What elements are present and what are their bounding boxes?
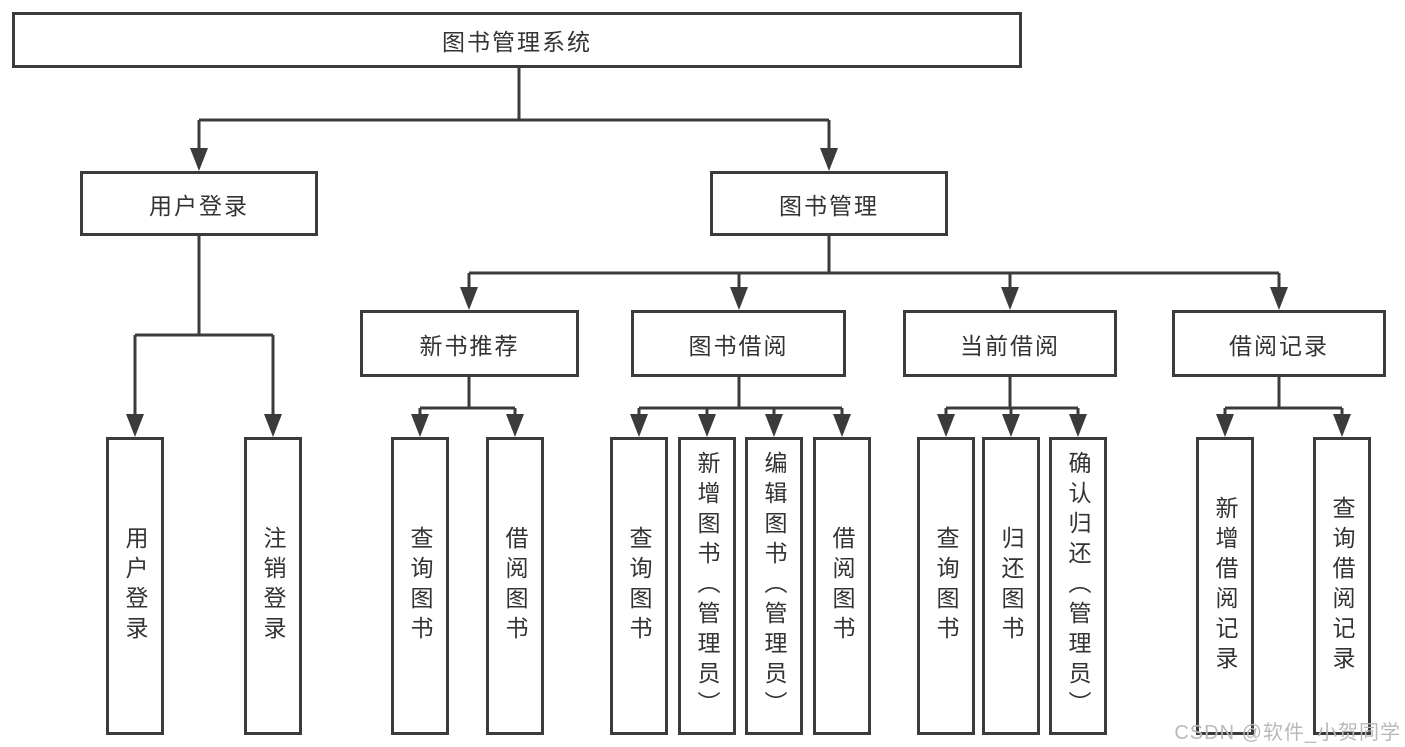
leaf-query-borrow-record: 查询借阅记录 <box>1313 437 1371 735</box>
node-root-library-management-system: 图书管理系统 <box>12 12 1022 68</box>
node-book-borrow: 图书借阅 <box>631 310 846 377</box>
csdn-watermark: CSDN @软件_小贺同学 <box>1174 722 1401 744</box>
leaf-query-books-recommend: 查询图书 <box>391 437 449 735</box>
node-borrow-records: 借阅记录 <box>1172 310 1386 377</box>
leaf-add-book-admin: 新增图书（管理员） <box>678 437 736 735</box>
leaf-logout: 注销登录 <box>244 437 302 735</box>
node-new-book-recommend: 新书推荐 <box>360 310 579 377</box>
leaf-user-login: 用户登录 <box>106 437 164 735</box>
leaf-return-book: 归还图书 <box>982 437 1040 735</box>
leaf-borrow-books-recommend: 借阅图书 <box>486 437 544 735</box>
leaf-borrow-books: 借阅图书 <box>813 437 871 735</box>
leaf-edit-book-admin: 编辑图书（管理员） <box>745 437 803 735</box>
leaf-add-borrow-record: 新增借阅记录 <box>1196 437 1254 735</box>
node-book-management: 图书管理 <box>710 171 948 236</box>
leaf-query-books-borrow: 查询图书 <box>610 437 668 735</box>
leaf-confirm-return-admin: 确认归还（管理员） <box>1049 437 1107 735</box>
node-current-borrow: 当前借阅 <box>903 310 1117 377</box>
node-user-login: 用户登录 <box>80 171 318 236</box>
leaf-query-books-current: 查询图书 <box>917 437 975 735</box>
